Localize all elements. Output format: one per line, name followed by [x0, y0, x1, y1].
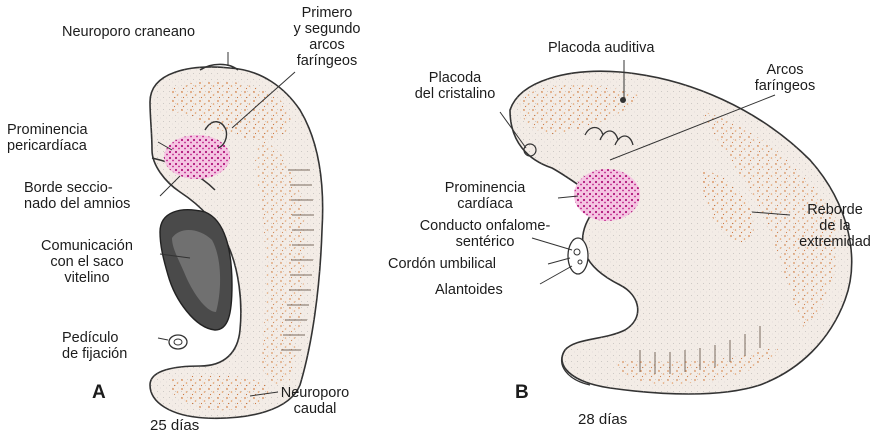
label-conducto-onfalomesenterico: Conducto onfalome- sentérico	[390, 218, 580, 250]
label-placoda-cristalino: Placoda del cristalino	[395, 70, 515, 102]
label-borde-amnios: Borde seccio- nado del amnios	[24, 180, 130, 212]
label-reborde-extremidad: Reborde de la extremidad	[785, 202, 885, 250]
panel-b-age: 28 días	[578, 412, 627, 428]
label-comunicacion-saco-vitelino: Comunicación con el saco vitelino	[12, 238, 162, 286]
label-pediculo-fijacion: Pedículo de fijación	[62, 330, 127, 362]
label-prominencia-pericardiaca: Prominencia pericardíaca	[7, 122, 88, 154]
label-neuroporo-craneano: Neuroporo craneano	[62, 24, 195, 40]
label-prominencia-cardiaca: Prominencia cardíaca	[415, 180, 555, 212]
panel-letter-a: A	[92, 385, 106, 401]
panel-a-age: 25 días	[150, 418, 199, 434]
label-arcos-faringeos: Arcos faríngeos	[735, 62, 835, 94]
embryo-a	[150, 64, 323, 418]
label-alantoides: Alantoides	[435, 282, 503, 298]
label-cordon-umbilical: Cordón umbilical	[388, 256, 496, 272]
label-arcos-primero-segundo: Primero y segundo arcos faríngeos	[272, 5, 382, 69]
panel-letter-b: B	[515, 385, 529, 401]
label-neuroporo-caudal: Neuroporo caudal	[270, 385, 360, 417]
label-placoda-auditiva: Placoda auditiva	[548, 40, 654, 56]
